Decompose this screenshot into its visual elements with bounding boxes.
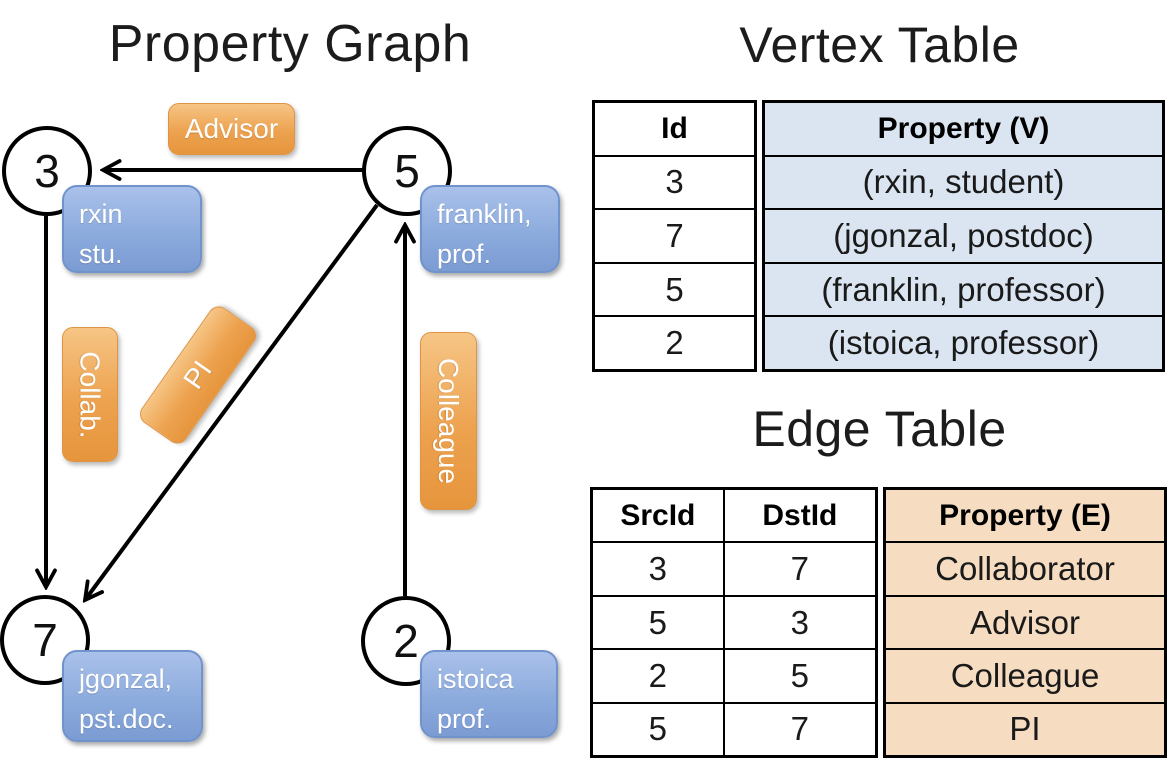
edge-row-3-dst: 7: [722, 703, 875, 756]
edge-row-2-dst: 5: [722, 650, 875, 702]
graph-node-2: 2: [361, 596, 451, 686]
vertex-prop-7-line1: jgonzal,: [79, 664, 173, 694]
edge-row-2-property: Colleague: [886, 650, 1164, 702]
property-graph-title: Property Graph: [108, 15, 472, 73]
vertex-prop-box-2: istoica prof.: [420, 650, 558, 738]
vertex-prop-box-5: franklin, prof.: [420, 185, 560, 273]
vertex-row-3-property: (istoica, professor): [765, 317, 1162, 369]
vertex-prop-5-line2: prof.: [437, 239, 492, 269]
vertex-prop-2-line1: istoica: [437, 664, 514, 694]
edge-table-title: Edge Table: [752, 401, 1007, 457]
edge-row-0-dst: 7: [722, 543, 875, 595]
edge-label-colleague: Colleague: [420, 332, 477, 510]
vertex-table-property-column: Property (V) (rxin, student) (jgonzal, p…: [762, 100, 1165, 372]
node-5-id: 5: [394, 145, 420, 197]
edge-label-collab: Collab.: [62, 327, 118, 462]
node-3-id: 3: [34, 145, 60, 197]
edge-row-1-dst: 3: [722, 596, 875, 649]
edge-row-3-property: PI: [886, 703, 1164, 756]
vertex-row-2-property: (franklin, professor): [765, 263, 1162, 316]
edge-row-3-src: 5: [648, 710, 668, 748]
edge-label-advisor-text: Advisor: [184, 113, 279, 144]
vertex-prop-3-line2: stu.: [79, 239, 123, 269]
vertex-prop-3-line1: rxin: [79, 199, 123, 229]
vertex-prop-box-7: jgonzal, pst.doc.: [62, 650, 203, 742]
edge-row-1-src: 5: [648, 603, 668, 641]
node-2-id: 2: [393, 615, 419, 667]
vertex-row-1-property: (jgonzal, postdoc): [765, 210, 1162, 262]
edge-row-0: 3 7: [593, 541, 875, 595]
vertex-prop-7-line2: pst.doc.: [79, 704, 174, 734]
vertex-row-2-id: 5: [665, 270, 684, 308]
edge-col-header-property: Property (E): [886, 490, 1164, 542]
node-7-id: 7: [32, 614, 58, 666]
vertex-row-2: 5: [595, 261, 754, 316]
vertex-row-3-id: 2: [665, 324, 684, 362]
edge-row-1-property: Advisor: [886, 596, 1164, 649]
vertex-prop-5-line1: franklin,: [437, 199, 532, 229]
edge-table-property-column: Property (E) Collaborator Advisor Collea…: [883, 487, 1167, 758]
edge-label-advisor: Advisor: [168, 103, 295, 155]
edge-table-id-columns: SrcId DstId 3 7 5 3 2 5 5 7: [590, 487, 878, 758]
vertex-prop-box-3: rxin stu.: [62, 185, 202, 273]
edge-row-0-src: 3: [648, 550, 668, 588]
edge-col-header-dst: DstId: [722, 490, 875, 542]
edge-arrow-5-to-7: [85, 203, 379, 600]
vertex-row-0: 3: [595, 154, 754, 209]
edge-label-collab-text: Collab.: [75, 350, 107, 439]
edge-row-2: 2 5: [593, 648, 875, 702]
edge-row-0-property: Collaborator: [886, 543, 1164, 595]
vertex-row-0-property: (rxin, student): [765, 156, 1162, 209]
vertex-table-id-column: Id 3 7 5 2: [592, 100, 757, 372]
graph-node-5: 5: [362, 126, 452, 216]
edge-label-pi-text: PI: [177, 354, 218, 395]
graph-edges-svg: [0, 0, 580, 760]
vertex-row-3: 2: [595, 315, 754, 369]
edge-row-1: 5 3: [593, 594, 875, 649]
vertex-row-1-id: 7: [665, 216, 684, 254]
vertex-row-0-id: 3: [665, 163, 684, 201]
edge-row-3: 5 7: [593, 701, 875, 756]
vertex-row-1: 7: [595, 208, 754, 262]
edge-row-2-src: 2: [648, 656, 668, 694]
vertex-col-header-id: Id: [661, 111, 688, 145]
vertex-prop-2-line2: prof.: [437, 704, 492, 734]
edge-label-colleague-text: Colleague: [433, 357, 465, 485]
edge-col-header-src: SrcId: [620, 498, 696, 532]
vertex-table-title: Vertex Table: [739, 17, 1020, 73]
vertex-col-header-property: Property (V): [765, 103, 1162, 155]
